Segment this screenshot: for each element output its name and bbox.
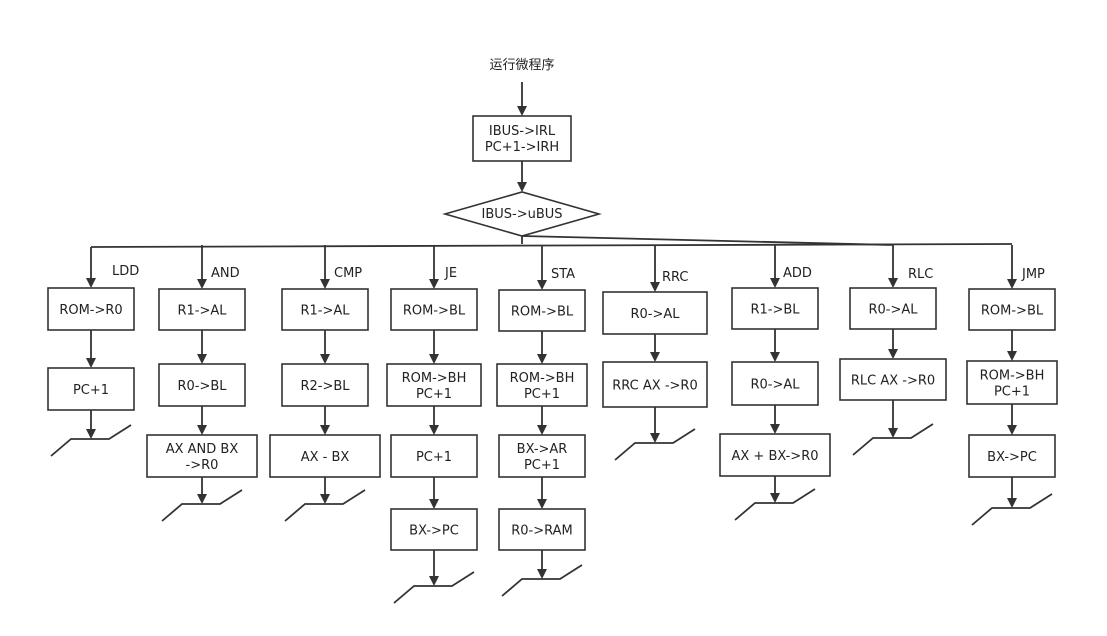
branch-label-rlc: RLC — [908, 267, 933, 282]
step-box-jmp-1 — [968, 288, 1056, 331]
step-box-rrc-2 — [602, 361, 708, 408]
step-box-add-1 — [731, 287, 819, 330]
step-box-je-4 — [390, 508, 478, 551]
branch-label-and: AND — [211, 266, 240, 281]
start-label: 运行微程序 — [489, 58, 554, 73]
branch-label-sta: STA — [551, 267, 575, 282]
step-box-jmp-2 — [966, 360, 1058, 405]
step-text-and-3-1: AX AND BX — [166, 442, 239, 457]
decision-label: IBUS->uBUS — [481, 207, 562, 222]
dispatch-bus-upper — [521, 235, 894, 246]
step-box-sta-4 — [498, 508, 586, 551]
step-box-add-3 — [719, 433, 831, 477]
step-text-sta-1-1: ROM->BL — [511, 305, 574, 320]
step-box-sta-1 — [498, 289, 586, 332]
step-text-sta-2-2: PC+1 — [524, 387, 560, 402]
step-text-add-2-1: R0->AL — [750, 378, 800, 393]
step-text-je-2-1: ROM->BH — [402, 371, 467, 386]
end-symbol-rrc — [614, 428, 696, 461]
step-text-rlc-1-1: R0->AL — [868, 303, 918, 318]
fetch-line-1: IBUS->IRL — [489, 124, 556, 139]
step-text-jmp-3-1: BX->PC — [987, 450, 1037, 465]
step-text-cmp-3-1: AX - BX — [301, 450, 350, 465]
step-text-add-1-1: R1->BL — [750, 303, 800, 318]
step-text-ldd-2-1: PC+1 — [73, 383, 109, 398]
step-text-je-4-1: BX->PC — [409, 524, 459, 539]
step-text-sta-4-1: R0->RAM — [511, 524, 573, 539]
step-box-rrc-1 — [602, 291, 708, 335]
branch-label-add: ADD — [783, 266, 812, 281]
step-box-sta-3 — [498, 434, 586, 478]
step-text-rrc-1-1: R0->AL — [630, 307, 680, 322]
step-box-jmp-3 — [968, 434, 1056, 478]
end-symbol-ldd — [50, 424, 132, 457]
end-symbol-jmp — [971, 493, 1053, 526]
step-box-and-2 — [158, 363, 246, 407]
end-symbol-and — [161, 489, 243, 522]
fetch-line-2: PC+1->IRH — [485, 140, 559, 155]
step-text-ldd-1-1: ROM->R0 — [59, 303, 122, 318]
step-text-add-3-1: AX + BX->R0 — [731, 449, 818, 464]
decision-diamond — [442, 191, 602, 237]
step-text-jmp-2-1: ROM->BH — [980, 369, 1045, 384]
step-box-je-3 — [390, 434, 478, 478]
step-text-sta-2-1: ROM->BH — [510, 371, 575, 386]
step-text-and-1-1: R1->AL — [177, 304, 227, 319]
step-text-and-2-1: R0->BL — [177, 379, 227, 394]
step-text-sta-3-2: PC+1 — [524, 458, 560, 473]
branch-label-ldd: LDD — [112, 264, 139, 279]
step-text-cmp-1-1: R1->AL — [300, 304, 350, 319]
step-text-rlc-2-1: RLC AX ->R0 — [851, 374, 935, 389]
end-symbol-sta — [501, 564, 583, 597]
step-text-jmp-2-2: PC+1 — [994, 385, 1030, 400]
step-text-jmp-1-1: ROM->BL — [981, 304, 1044, 319]
end-symbol-je — [393, 571, 475, 604]
branch-label-jmp: JMP — [1021, 267, 1045, 282]
branch-label-cmp: CMP — [334, 266, 362, 281]
step-text-je-3-1: PC+1 — [416, 450, 452, 465]
end-symbol-add — [734, 488, 816, 521]
end-symbol-cmp — [284, 489, 366, 522]
branch-label-rrc: RRC — [662, 270, 689, 285]
step-box-and-3 — [146, 434, 258, 478]
step-text-je-1-1: ROM->BL — [403, 304, 466, 319]
end-symbol-rlc — [852, 423, 934, 456]
step-box-rlc-2 — [839, 358, 947, 401]
step-box-ldd-1 — [47, 287, 135, 331]
step-text-and-3-2: ->R0 — [186, 458, 219, 473]
step-text-je-2-2: PC+1 — [416, 387, 452, 402]
step-text-sta-3-1: BX->AR — [517, 442, 568, 457]
step-text-cmp-2-1: R2->BL — [300, 379, 350, 394]
branch-label-je: JE — [444, 266, 457, 281]
step-text-rrc-2-1: RRC AX ->R0 — [612, 379, 697, 394]
